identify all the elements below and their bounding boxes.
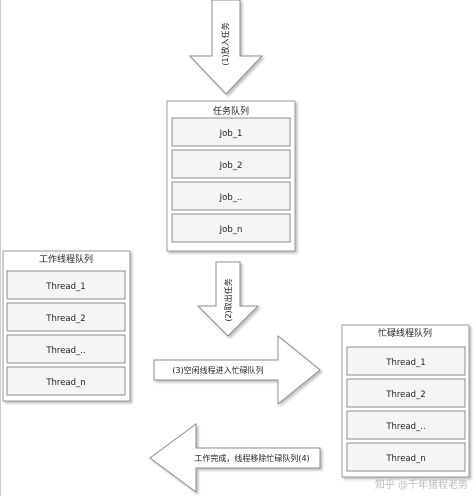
task-item-3-label: Job_..	[219, 193, 243, 203]
arrow-put-task-label: (1)放入任务	[220, 22, 230, 65]
task-queue-title: 任务队列	[213, 105, 249, 117]
busy-item-4	[346, 442, 466, 472]
worker-item-1-label: Thread_1	[45, 282, 85, 292]
worker-item-2	[6, 302, 126, 332]
arrow-done-remove: 工作完成，线程移除忙碌队列(4)	[149, 423, 321, 493]
busy-item-2-label: Thread_2	[385, 390, 425, 400]
arrow-take-task: (2)取出任务	[196, 261, 260, 337]
task-item-3	[171, 181, 291, 211]
task-item-1-label: Job_1	[219, 129, 243, 139]
worker-item-1	[6, 270, 126, 300]
arrow-idle-to-busy-label: (3)空闲线程进入忙碌队列	[172, 365, 263, 375]
busy-item-3-label: Thread_..	[385, 422, 425, 432]
busy-queue: 忙碌线程队列 Thread_1 Thread_2 Thread_.. Threa…	[341, 324, 470, 478]
worker-item-2-label: Thread_2	[45, 314, 85, 324]
busy-item-4-label: Thread_n	[385, 454, 425, 464]
busy-item-1-label: Thread_1	[385, 358, 425, 368]
busy-item-3	[346, 410, 466, 440]
busy-item-1	[346, 346, 466, 376]
arrow-put-task: (1)放入任务	[188, 0, 264, 95]
worker-item-3	[6, 334, 126, 364]
task-queue: 任务队列 Job_1 Job_2 Job_.. Job_n	[166, 100, 296, 252]
arrow-take-task-label: (2)取出任务	[223, 278, 233, 321]
worker-item-4-label: Thread_n	[45, 378, 85, 388]
worker-queue: 工作线程队列 Thread_1 Thread_2 Thread_.. Threa…	[2, 250, 131, 402]
arrow-take-task-shape	[196, 261, 260, 337]
task-item-2-label: Job_2	[219, 161, 243, 171]
watermark-text: 知乎 @千年猪程老男	[375, 478, 468, 491]
arrow-idle-to-busy-shape	[153, 334, 321, 406]
worker-item-3-label: Thread_..	[45, 346, 85, 356]
arrow-done-remove-label: 工作完成，线程移除忙碌队列(4)	[194, 453, 309, 463]
arrow-idle-to-busy: (3)空闲线程进入忙碌队列	[153, 334, 321, 406]
worker-item-4	[6, 366, 126, 396]
task-item-1	[171, 117, 291, 147]
busy-item-2	[346, 378, 466, 408]
arrow-done-remove-shape	[149, 423, 321, 493]
busy-queue-title: 忙碌线程队列	[378, 327, 432, 339]
arrow-put-task-shape	[188, 0, 264, 95]
task-item-4-label: Job_n	[219, 225, 243, 235]
worker-queue-title: 工作线程队列	[39, 253, 93, 265]
task-item-4	[171, 213, 291, 243]
task-item-2	[171, 149, 291, 179]
